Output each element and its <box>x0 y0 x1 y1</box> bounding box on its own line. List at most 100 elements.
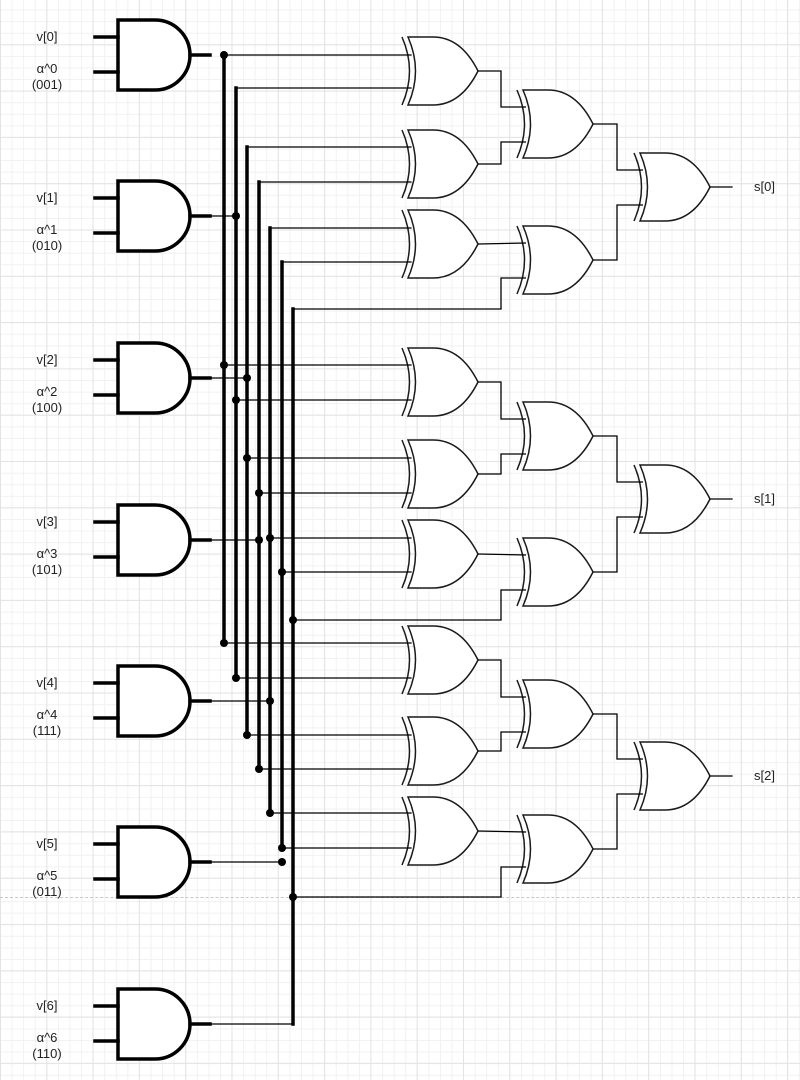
xor-gate-input-arc <box>516 225 526 295</box>
l2-to-l3-wire <box>593 713 643 760</box>
l1-to-l2-wire <box>478 381 526 420</box>
l2-to-l3-wire <box>593 204 643 261</box>
junction-dot <box>266 697 274 705</box>
xor-gate-body <box>521 401 594 471</box>
and-gate-2 <box>116 341 192 415</box>
xor-gate-input-arc <box>516 679 526 749</box>
xor-l3-s2 <box>633 741 711 811</box>
l1-to-l2-wire <box>477 242 527 245</box>
input-v-label: v[3] <box>36 514 58 529</box>
junction-dot <box>220 639 228 647</box>
l1-to-l2-wire <box>478 70 526 108</box>
input-bits-label: (011) <box>32 884 62 899</box>
junction-dot <box>266 809 274 817</box>
xor-gate-input-arc <box>633 152 643 222</box>
l1-to-l2-wire <box>477 553 527 556</box>
xor-gate-body <box>406 36 479 106</box>
xor-l1-s0-0 <box>401 36 479 106</box>
and-gate-body <box>116 825 192 899</box>
junction-dot <box>255 765 263 773</box>
output-label-s0: s[0] <box>754 179 775 194</box>
input-alpha-label: α^3 <box>36 546 58 561</box>
input-alpha-label: α^4 <box>36 707 58 722</box>
l1-to-l2-wire <box>477 830 527 833</box>
and-gate-5 <box>116 825 192 899</box>
xor-gate-body <box>521 814 594 884</box>
junction-dot <box>220 361 228 369</box>
xor-l1-s1-1 <box>401 439 479 509</box>
l1-to-l2-wire <box>478 731 526 752</box>
xor-gate-input-arc <box>633 741 643 811</box>
xor-gate-body <box>406 129 479 199</box>
xor-gate-body <box>406 519 479 589</box>
xor-gate-input-arc <box>401 129 411 199</box>
xor-gate-body <box>406 347 479 417</box>
xor-l2-s0-b <box>516 225 594 295</box>
junction-dot <box>266 534 274 542</box>
input-bits-label: (101) <box>31 562 63 577</box>
xor-gate-body <box>521 89 594 159</box>
l2-to-l3-wire <box>593 516 643 573</box>
xor-gate-body <box>406 439 479 509</box>
junction-dot <box>232 212 240 220</box>
junction-dot <box>232 674 240 682</box>
input-v-label: v[4] <box>36 675 58 690</box>
junction-dot <box>255 489 263 497</box>
and-gate-4 <box>116 664 192 738</box>
l1-to-l2-wire <box>500 866 526 897</box>
l1-to-l2-wire <box>478 659 526 698</box>
output-label-s1: s[1] <box>754 491 775 506</box>
xor-gate-input-arc <box>401 625 411 695</box>
input-v-label: v[2] <box>36 352 58 367</box>
and-gate-body <box>116 179 192 253</box>
and-gate-body <box>116 987 192 1061</box>
l2-to-l3-wire <box>593 123 643 171</box>
xor-gate-body <box>638 741 711 811</box>
xor-gate-body <box>638 152 711 222</box>
xor-gate-input-arc <box>401 716 411 786</box>
l1-to-l2-wire <box>500 589 526 620</box>
input-alpha-label: α^0 <box>36 61 58 76</box>
xor-l1-s2-2 <box>401 796 479 866</box>
junction-dot <box>232 396 240 404</box>
l1-to-l2-wire <box>478 453 526 475</box>
xor-gate-body <box>406 209 479 279</box>
xor-gate-body <box>638 464 711 534</box>
xor-l3-s1 <box>633 464 711 534</box>
l2-to-l3-wire <box>593 793 643 850</box>
xor-l1-s0-1 <box>401 129 479 199</box>
and-gate-body <box>116 664 192 738</box>
xor-l1-s1-0 <box>401 347 479 417</box>
xor-gate-input-arc <box>516 537 526 607</box>
xor-gate-input-arc <box>401 439 411 509</box>
input-v-label: v[0] <box>36 29 58 44</box>
input-alpha-label: α^5 <box>36 868 58 883</box>
l2-to-l3-wire <box>593 435 643 483</box>
xor-gate-body <box>521 537 594 607</box>
input-bits-label: (110) <box>32 1046 62 1061</box>
xor-gate-body <box>521 225 594 295</box>
l1-to-l2-wire <box>478 141 526 165</box>
xor-l1-s2-0 <box>401 625 479 695</box>
junction-dot <box>289 616 297 624</box>
xor-gate-input-arc <box>516 814 526 884</box>
input-v-label: v[1] <box>36 190 58 205</box>
xor-gate-body <box>406 796 479 866</box>
input-v-label: v[6] <box>36 998 58 1013</box>
input-bits-label: (100) <box>31 400 63 415</box>
xor-l1-s2-1 <box>401 716 479 786</box>
and-gate-body <box>116 341 192 415</box>
and-gate-3 <box>116 503 192 577</box>
and-gate-1 <box>116 179 192 253</box>
xor-l2-s0-a <box>516 89 594 159</box>
and-gate-6 <box>116 987 192 1061</box>
xor-l2-s1-b <box>516 537 594 607</box>
xor-l2-s2-b <box>516 814 594 884</box>
input-alpha-label: α^1 <box>36 222 58 237</box>
xor-l1-s0-2 <box>401 209 479 279</box>
and-gate-body <box>116 503 192 577</box>
input-bits-label: (001) <box>31 77 63 92</box>
junction-dot <box>243 731 251 739</box>
xor-l2-s2-a <box>516 679 594 749</box>
